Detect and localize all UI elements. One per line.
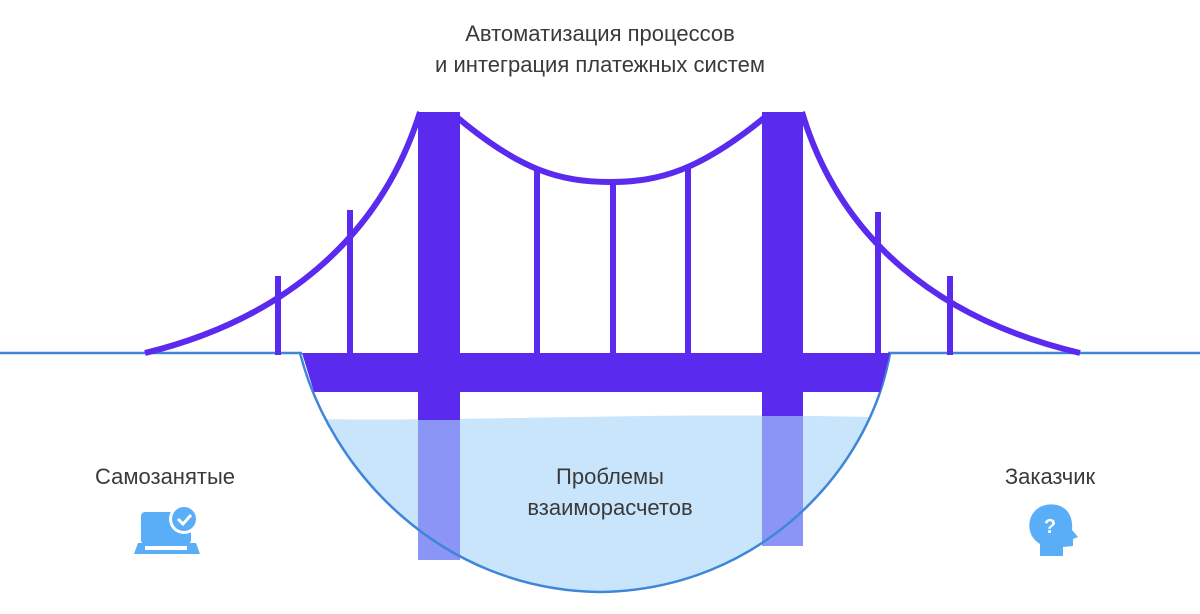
center-label-line-2: взаиморасчетов [527, 495, 693, 520]
right-label: Заказчик [1004, 464, 1096, 489]
laptop-check-icon [134, 504, 200, 554]
title: Автоматизация процессов и интеграция пла… [350, 18, 850, 80]
hangers [275, 168, 953, 355]
svg-text:?: ? [1044, 516, 1056, 538]
left-tower-submerged [418, 420, 460, 560]
center-label-line-1: Проблемы [556, 464, 664, 489]
head-question-icon: ? [1029, 504, 1078, 556]
valley-outline [298, 352, 892, 594]
right-tower-submerged [762, 416, 803, 546]
center-label: Проблемы взаиморасчетов [470, 461, 750, 523]
left-label: Самозанятые [95, 464, 235, 489]
title-line-1: Автоматизация процессов [465, 21, 735, 46]
bridge-deck [302, 353, 890, 392]
title-line-2: и интеграция платежных систем [435, 52, 765, 77]
